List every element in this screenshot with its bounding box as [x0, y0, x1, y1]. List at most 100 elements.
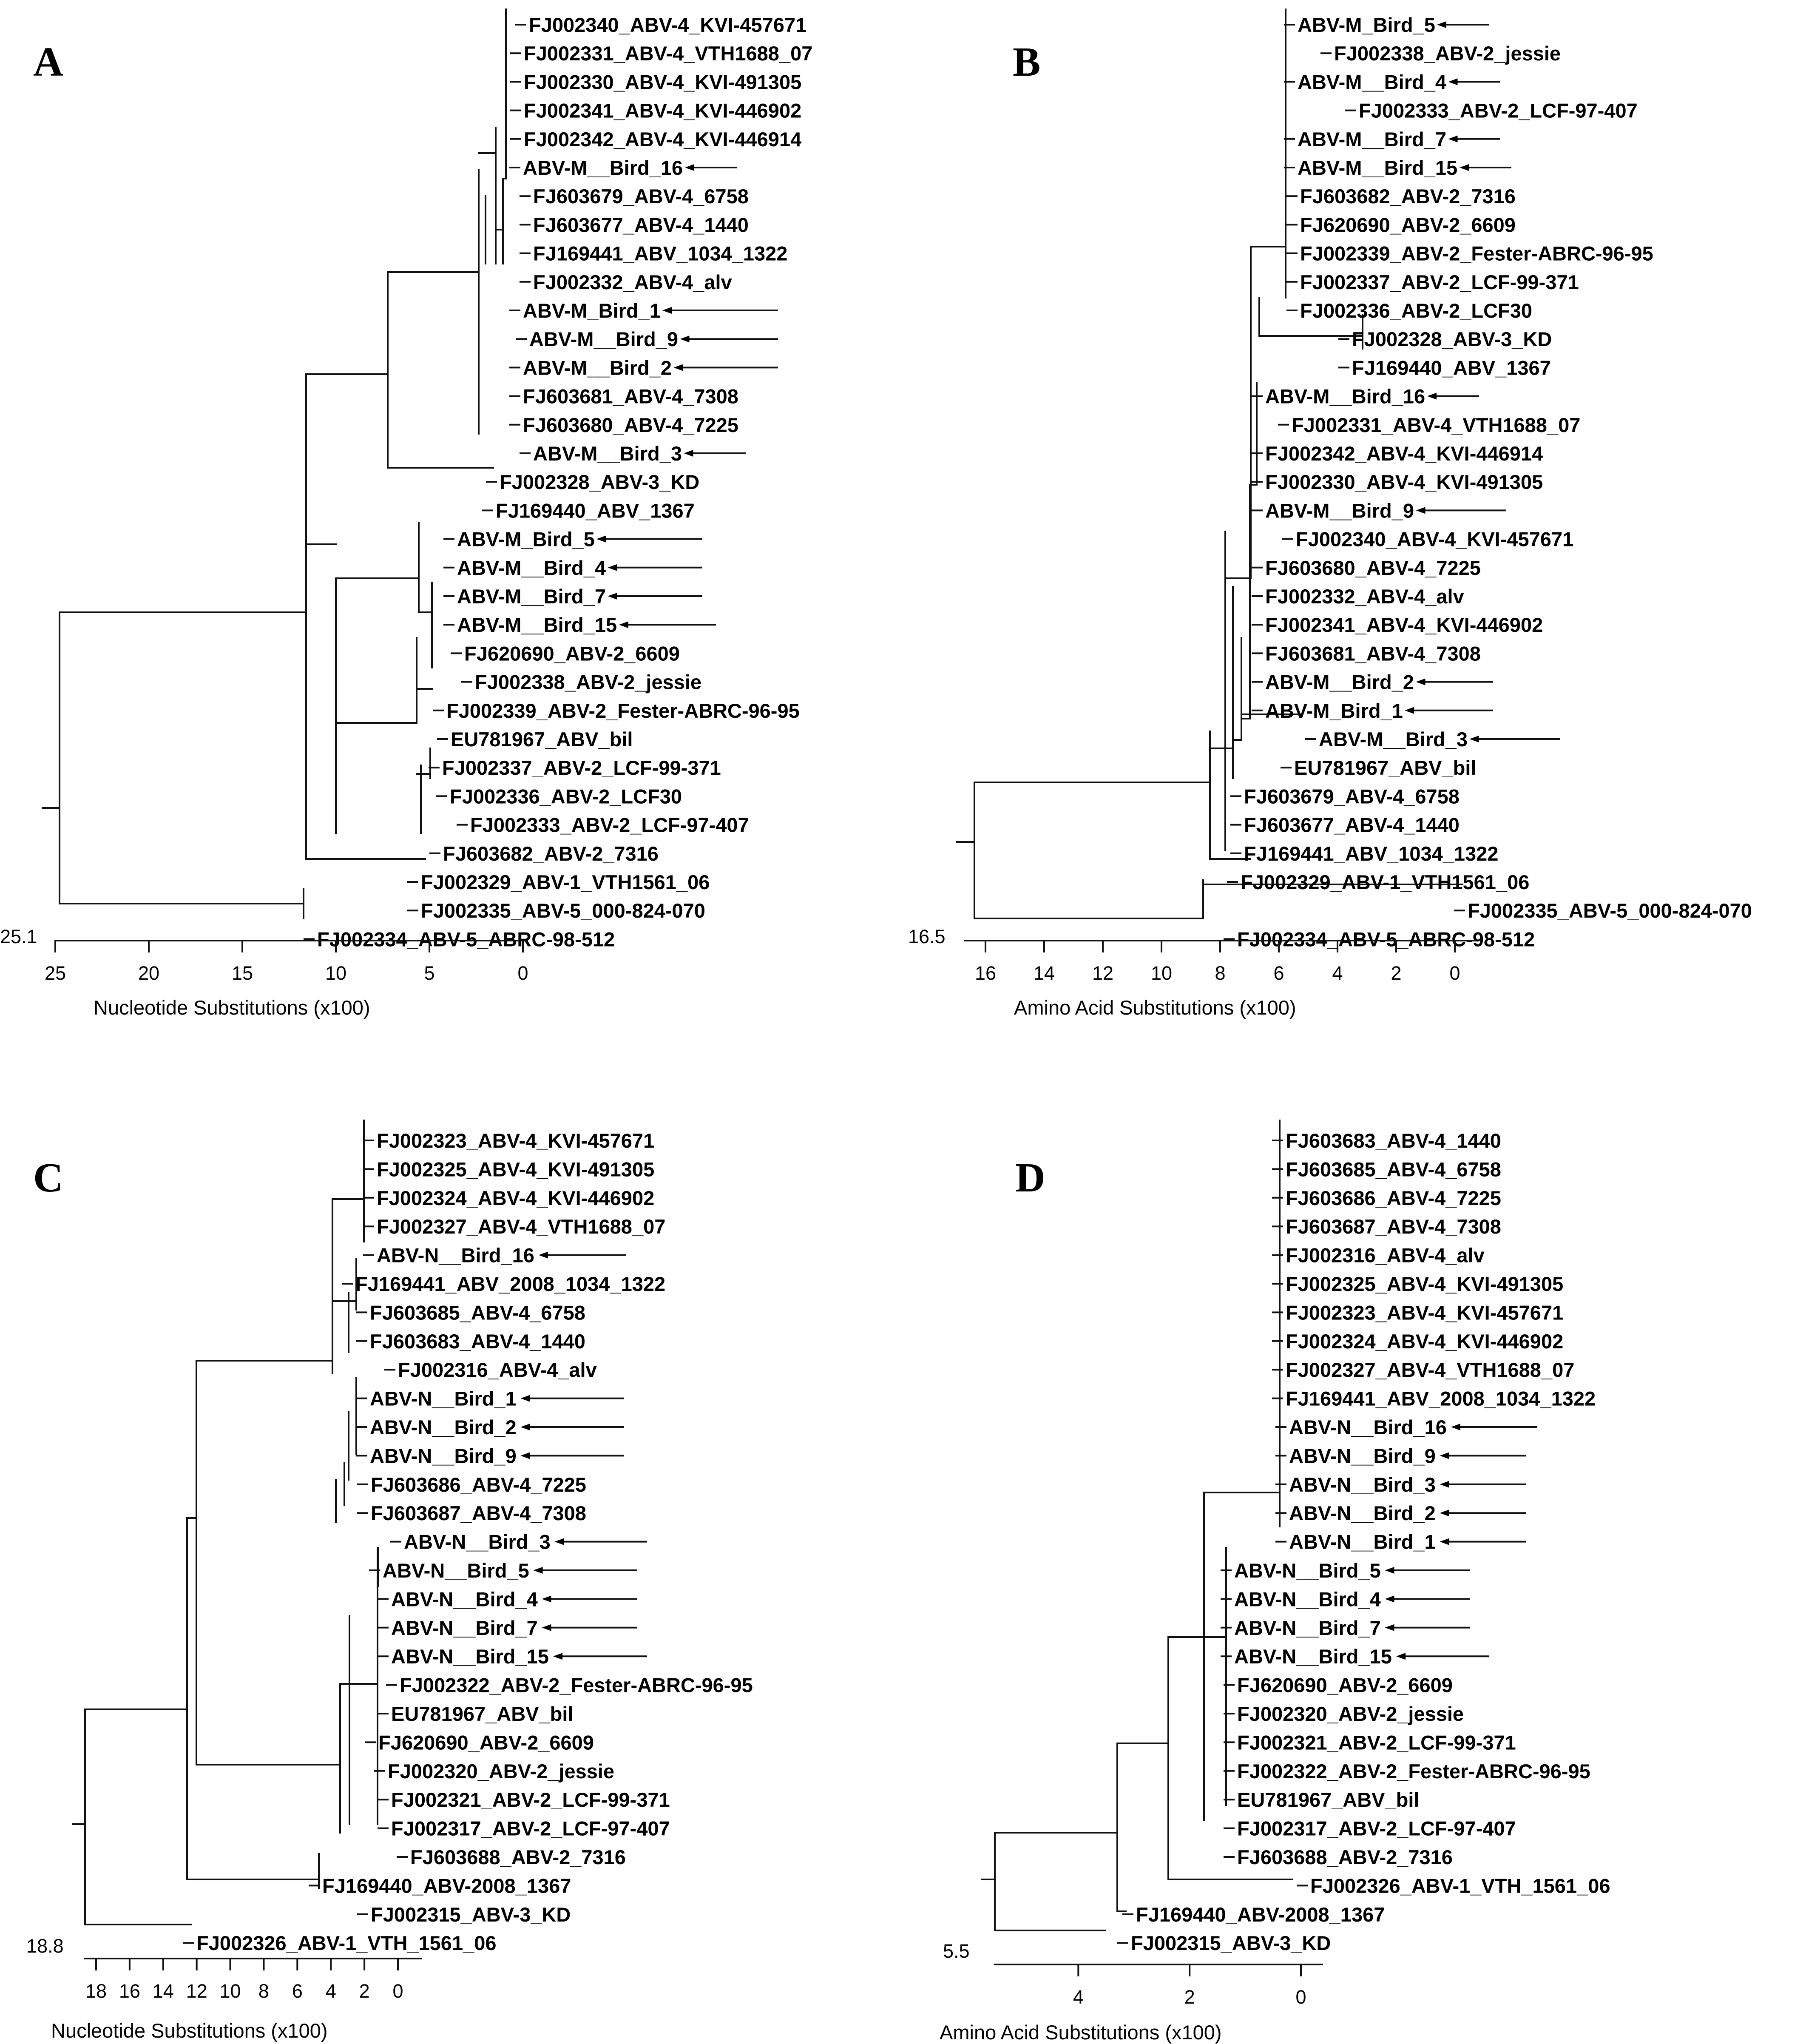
leaf-label: ABV-M__Bird_2 — [1265, 671, 1414, 694]
leaf-label: ABV-M__Bird_4 — [457, 557, 606, 579]
leaf-row: ABV-M__Bird_16 — [1252, 385, 1479, 408]
leaf-label: FJ002323_ABV-4_KVI-457671 — [1286, 1301, 1563, 1324]
leaf-label: ABV-N__Bird_2 — [370, 1416, 517, 1438]
left-arrow-icon — [1451, 1424, 1537, 1430]
leaf-label: FJ002324_ABV-4_KVI-446902 — [377, 1187, 654, 1209]
leaf-label: FJ603687_ABV-4_7308 — [371, 1502, 586, 1524]
leaf-label: ABV-N__Bird_16 — [1289, 1416, 1447, 1438]
axis-tick: 14 — [1034, 940, 1055, 984]
leaf-label: EU781967_ABV_bil — [1237, 1788, 1419, 1811]
axis-tick: 8 — [258, 1958, 269, 2002]
leaf-label: FJ169440_ABV_1367 — [1352, 356, 1551, 379]
leaf-row: ABV-N__Bird_1 — [1275, 1531, 1526, 1553]
tree-branches — [981, 1120, 1293, 1931]
leaf-label: ABV-N__Bird_15 — [391, 1645, 549, 1668]
leaf-row: ABV-M__Bird_4 — [443, 557, 702, 579]
leaf-row: ABV-M__Bird_3 — [520, 442, 746, 465]
leaf-label: FJ002340_ABV-4_KVI-457671 — [529, 14, 806, 36]
left-arrow-icon — [542, 1595, 637, 1603]
axis-tick: 10 — [1151, 940, 1172, 984]
left-arrow-icon — [553, 1653, 647, 1660]
panel-letter: C — [33, 1155, 63, 1201]
leaf-row: FJ002340_ABV-4_KVI-457671 — [1282, 528, 1573, 551]
axis-tick: 5 — [424, 940, 435, 984]
leaf-label: FJ002325_ABV-4_KVI-491305 — [1286, 1273, 1563, 1295]
leaf-label: FJ002332_ABV-4_alv — [533, 271, 732, 293]
leaf-row: FJ603685_ABV-4_6758 — [356, 1301, 585, 1324]
leaf-label: EU781967_ABV_bil — [1294, 756, 1476, 779]
tick-label: 0 — [1449, 962, 1460, 984]
leaf-label: FJ002333_ABV-2_LCF-97-407 — [470, 814, 749, 836]
leaf-row: FJ002333_ABV-2_LCF-97-407 — [457, 814, 749, 836]
leaf-row: FJ620690_ABV-2_6609 — [1224, 1674, 1453, 1697]
leaf-row: ABV-N__Bird_4 — [1221, 1588, 1470, 1610]
leaf-label: FJ002336_ABV-2_LCF30 — [450, 785, 682, 807]
leaf-label: FJ620690_ABV-2_6609 — [378, 1731, 594, 1754]
leaf-label: FJ002327_ABV-4_VTH1688_07 — [377, 1215, 665, 1238]
leaf-labels: FJ002340_ABV-4_KVI-457671FJ002331_ABV-4_… — [304, 14, 812, 950]
leaf-row: FJ002321_ABV-2_LCF-99-371 — [378, 1788, 670, 1811]
left-arrow-icon — [608, 564, 702, 571]
tick-label: 2 — [1184, 1986, 1195, 2008]
leaf-label: FJ603688_ABV-2_7316 — [1237, 1846, 1453, 1868]
leaf-label: EU781967_ABV_bil — [391, 1703, 573, 1725]
left-arrow-icon — [1440, 1481, 1526, 1488]
leaf-label: FJ620690_ABV-2_6609 — [1237, 1674, 1453, 1697]
axis-title: Amino Acid Substitutions (x100) — [940, 2021, 1222, 2044]
axis-tick: 10 — [325, 940, 346, 984]
left-arrow-icon — [1385, 1567, 1470, 1574]
left-arrow-icon — [1440, 1510, 1526, 1517]
leaf-label: FJ002332_ABV-4_alv — [1265, 585, 1464, 608]
leaf-row: ABV-N__Bird_3 — [390, 1531, 647, 1553]
tick-label: 20 — [138, 962, 159, 984]
leaf-row: FJ603679_ABV-4_6758 — [520, 185, 749, 208]
root-value: 18.8 — [26, 1935, 64, 1957]
leaf-row: FJ002317_ABV-2_LCF-97-407 — [378, 1817, 670, 1840]
leaf-label: FJ002328_ABV-3_KD — [500, 471, 699, 493]
panel-letter: A — [33, 39, 63, 85]
leaf-row: FJ002325_ABV-4_KVI-491305 — [1272, 1273, 1563, 1295]
leaf-row: EU781967_ABV_bil — [1224, 1788, 1419, 1811]
left-arrow-icon — [1416, 507, 1506, 514]
leaf-row: FJ603677_ABV-4_1440 — [1230, 814, 1460, 836]
leaf-label: ABV-M_Bird_5 — [457, 528, 595, 551]
tick-label: 14 — [153, 1980, 174, 2002]
leaf-row: FJ603677_ABV-4_1440 — [520, 213, 749, 236]
leaf-row: ABV-M__Bird_4 — [1284, 71, 1500, 93]
leaf-label: FJ002316_ABV-4_alv — [1286, 1244, 1485, 1267]
leaf-label: ABV-M__Bird_15 — [457, 614, 617, 636]
leaf-row: FJ002339_ABV-2_Fester-ABRC-96-95 — [433, 699, 800, 722]
leaf-row: FJ603682_ABV-2_7316 — [1286, 185, 1516, 208]
left-arrow-icon — [680, 335, 778, 343]
root-value: 5.5 — [943, 1940, 970, 1962]
left-arrow-icon — [539, 1251, 626, 1259]
leaf-row: FJ169440_ABV-2008_1367 — [1122, 1903, 1385, 1926]
leaf-label: ABV-N__Bird_1 — [370, 1387, 517, 1410]
tick-label: 4 — [1073, 1986, 1084, 2008]
leaf-row: FJ002323_ABV-4_KVI-457671 — [363, 1129, 654, 1152]
leaf-label: FJ002323_ABV-4_KVI-457671 — [377, 1129, 654, 1152]
leaf-row: ABV-N__Bird_16 — [1275, 1416, 1537, 1438]
leaf-label: FJ002336_ABV-2_LCF30 — [1300, 299, 1532, 322]
leaf-row: ABV-M__Bird_9 — [516, 328, 778, 350]
leaf-label: FJ002337_ABV-2_LCF-99-371 — [442, 756, 721, 779]
axis-title: Nucleotide Substitutions (x100) — [94, 996, 370, 1019]
leaf-row: FJ620690_ABV-2_6609 — [451, 642, 680, 665]
left-arrow-icon — [1405, 707, 1493, 714]
left-arrow-icon — [1440, 1452, 1526, 1459]
tick-label: 8 — [1215, 962, 1225, 984]
leaf-label: ABV-M__Bird_15 — [1298, 156, 1457, 179]
leaf-row: ABV-N__Bird_7 — [378, 1617, 637, 1639]
tick-label: 10 — [1151, 962, 1172, 984]
leaf-row: FJ002336_ABV-2_LCF30 — [436, 785, 682, 807]
leaf-label: FJ002335_ABV-5_000-824-070 — [421, 899, 705, 922]
leaf-row: FJ169440_ABV_1367 — [1338, 356, 1551, 379]
leaf-row: EU781967_ABV_bil — [437, 728, 633, 751]
left-arrow-icon — [619, 621, 716, 628]
leaf-row: FJ002331_ABV-4_VTH1688_07 — [1278, 414, 1580, 436]
left-arrow-icon — [1427, 392, 1479, 400]
tick-label: 5 — [424, 962, 434, 984]
